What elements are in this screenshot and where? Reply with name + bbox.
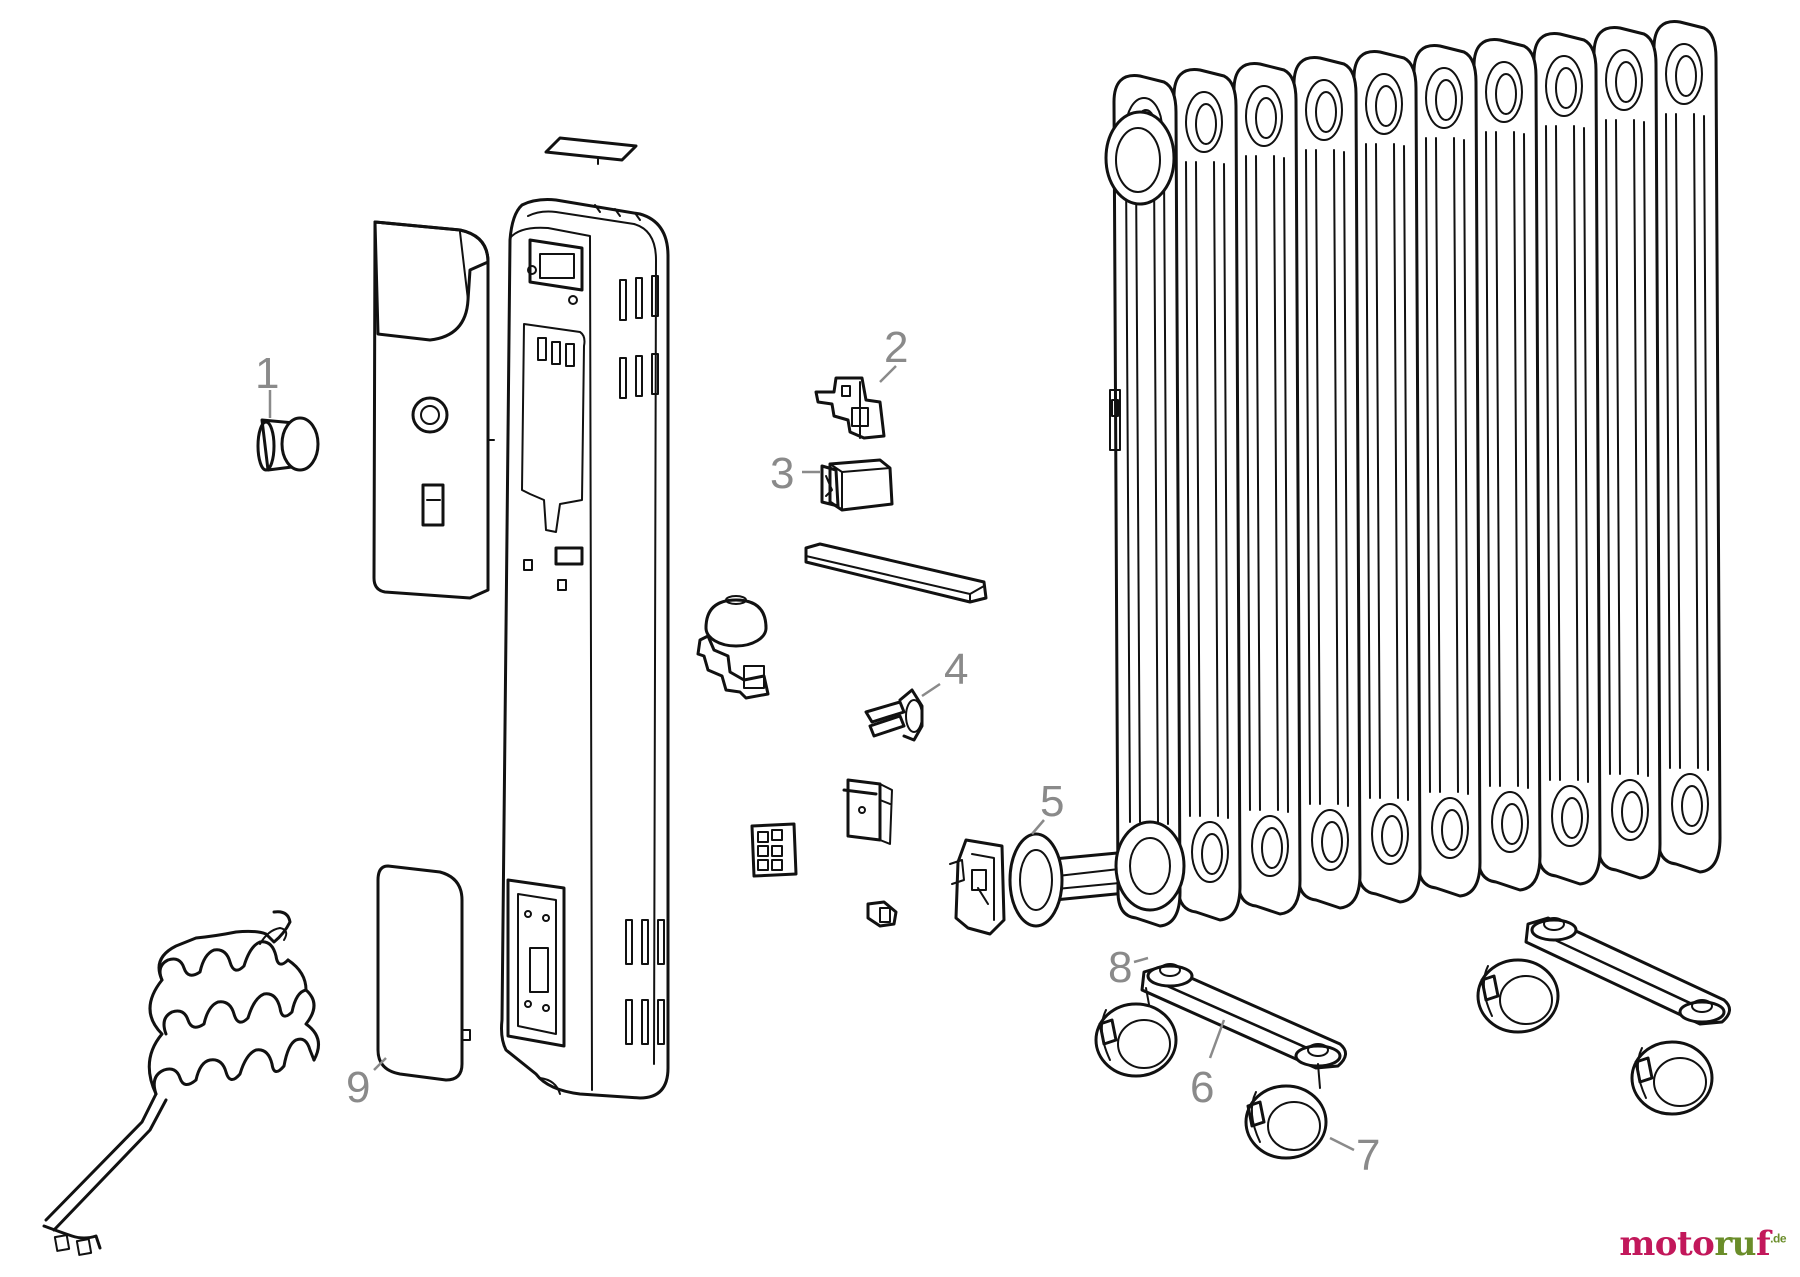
radiator-fin (1472, 38, 1542, 892)
label-9: 9 (346, 1063, 370, 1112)
radiator-fin (1172, 68, 1242, 922)
label-7: 7 (1356, 1131, 1380, 1180)
label-4: 4 (944, 645, 968, 694)
heating-element (949, 832, 1138, 936)
label-2: 2 (884, 323, 908, 372)
cable-clip (866, 900, 898, 928)
radiator-fin (1412, 44, 1482, 898)
side-housing (500, 198, 670, 1100)
label-5: 5 (1040, 777, 1064, 826)
terminal-block (750, 822, 798, 878)
knob-part (256, 416, 320, 472)
radiator-fin (1652, 20, 1722, 874)
radiator-end-cap (1104, 110, 1186, 912)
control-panel-cover (372, 220, 495, 600)
label-8: 8 (1108, 943, 1132, 992)
label-6: 6 (1190, 1063, 1214, 1112)
wheel-base-front (1094, 963, 1347, 1160)
radiator-fin (1112, 74, 1182, 928)
radiator-fin (1592, 26, 1662, 880)
bracket-plate (842, 778, 893, 845)
rocker-switch (820, 458, 894, 512)
side-cover-plate (376, 864, 471, 1082)
label-1: 1 (255, 349, 279, 398)
motoruf-watermark: motoruf.de (1619, 1224, 1786, 1264)
wheel-base-rear (1476, 916, 1731, 1116)
vent-slots-upper (619, 275, 659, 399)
radiator-fin (1292, 56, 1362, 910)
indicator-lamp (864, 688, 924, 742)
radiator-fin (1352, 50, 1422, 904)
thermal-cutout (696, 595, 770, 700)
radiator-fin (1232, 62, 1302, 916)
radiator-body (1104, 20, 1722, 928)
top-cap-plate (544, 136, 638, 165)
mounting-strip (804, 542, 988, 604)
thermostat-bracket (814, 376, 886, 440)
label-3: 3 (770, 449, 794, 498)
vent-slots-lower (625, 919, 665, 1045)
power-cord (42, 910, 320, 1256)
radiator-fin (1532, 32, 1602, 886)
